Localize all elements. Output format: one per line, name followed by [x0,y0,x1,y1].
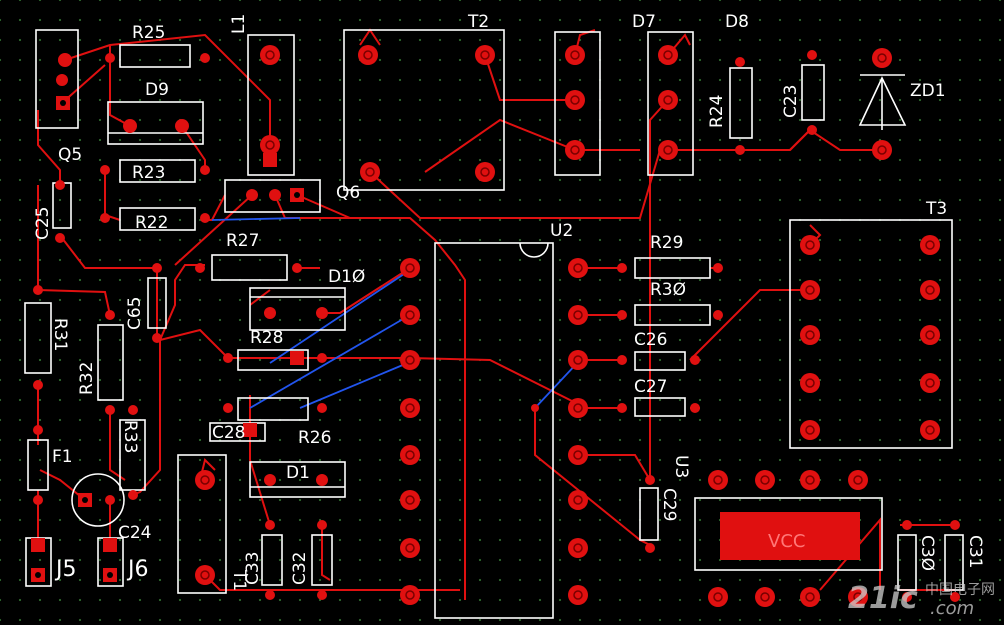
label-c23: C23 [781,84,801,118]
vcc-regulator-pad [720,512,860,560]
round-pads [32,45,960,607]
label-c28: C28 [212,423,246,443]
label-c27: C27 [634,377,668,397]
label-r25: R25 [132,23,165,43]
label-c29: C29 [659,488,679,522]
watermark-domain-text: .com [930,598,974,619]
label-r26: R26 [298,428,331,448]
label-c32: C32 [290,551,310,585]
label-d9: D9 [145,80,169,100]
label-t2: T2 [467,12,489,32]
label-q5: Q5 [58,145,82,165]
label-l1: L1 [229,14,249,34]
label-j6: J6 [126,557,149,582]
label-zd1: ZD1 [910,81,946,101]
label-r31: R31 [50,318,70,351]
label-j5: J5 [54,557,77,582]
label-r24: R24 [707,95,727,128]
label-r30: R3Ø [650,280,686,300]
label-f1: F1 [52,447,73,467]
label-r28: R28 [250,328,283,348]
label-c26: C26 [634,330,668,350]
label-d7: D7 [632,12,656,32]
label-t1: T1 [229,569,249,591]
label-c65: C65 [125,296,145,330]
label-c30: C3Ø [917,535,937,571]
bottom-layer-traces [211,217,581,409]
label-vcc: VCC [768,531,805,552]
label-r32: R32 [77,362,97,395]
label-c31: C31 [965,535,985,569]
label-r22: R22 [135,213,168,233]
pad-holes [200,50,935,602]
label-d1: D1 [286,463,310,483]
label-d8: D8 [725,12,749,32]
label-u2: U2 [550,221,573,241]
label-q6: Q6 [336,183,360,203]
silkscreen-outlines [24,29,964,619]
watermark-site-text: 中国电子网 [925,582,995,598]
label-c24: C24 [118,523,152,543]
label-c25: C25 [33,206,53,240]
label-r33: R33 [120,420,140,453]
watermark-logo: 21ic 中国电子网 .com [848,581,995,619]
label-r23: R23 [132,163,165,183]
label-r29: R29 [650,233,683,253]
square-pad-holes [35,100,300,578]
label-c33: C33 [243,551,263,585]
label-u3: U3 [671,455,691,478]
label-r27: R27 [226,231,259,251]
component-labels: R25 L1 T2 D7 D8 ZD1 D9 Q5 R23 R22 Q6 R24… [33,12,985,591]
label-d10: D1Ø [328,267,365,287]
watermark-logo-text: 21ic [848,581,918,616]
label-t3: T3 [925,199,947,219]
